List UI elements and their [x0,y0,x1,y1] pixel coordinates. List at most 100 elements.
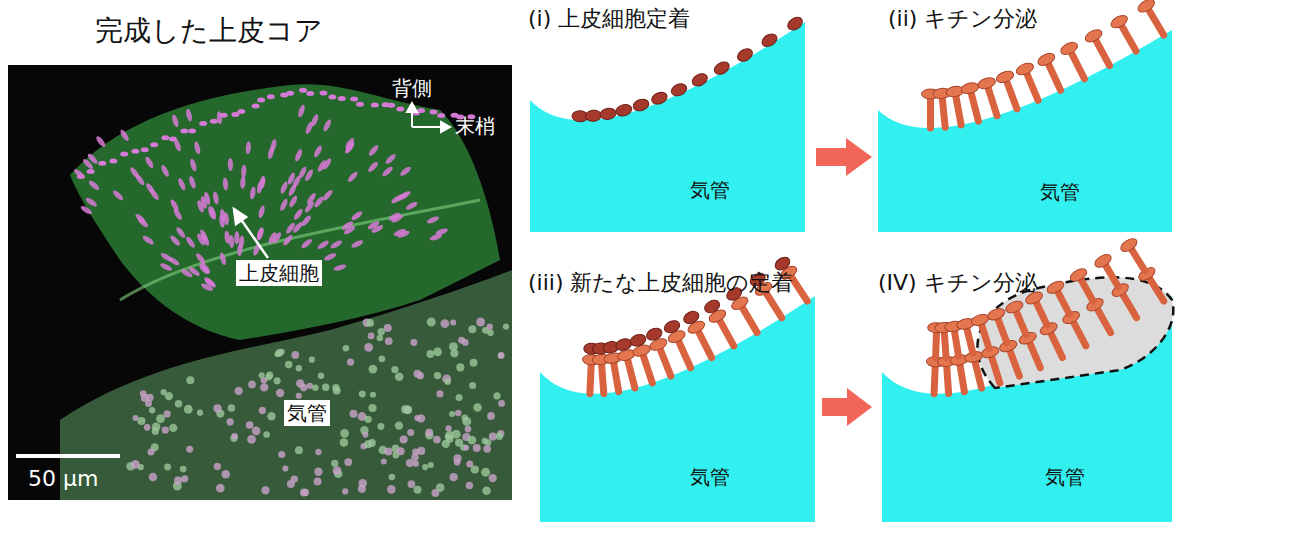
leader-arrow [234,209,268,258]
nucleus [431,489,439,497]
nucleus [481,438,487,444]
organ-label: 気管 [1045,465,1085,489]
epithelial-cell [682,309,701,326]
scale-bar [16,454,120,458]
epithelial-cell [645,326,664,342]
nucleus [381,165,394,178]
nucleus [222,177,228,190]
nucleus [498,352,504,358]
organ-label: 気管 [1040,180,1080,204]
nucleus [473,403,481,411]
nucleus [111,189,124,202]
nucleus [228,404,236,412]
nucleus [152,422,161,431]
nucleus [390,193,404,204]
nucleus [197,410,203,416]
nucleus [489,474,497,482]
nucleus [381,459,387,465]
nucleus [231,433,238,440]
nucleus [137,417,145,425]
nucleus [466,482,473,489]
nucleus [267,94,275,99]
nucleus [377,423,384,430]
nucleus [433,348,442,357]
nucleus [359,390,366,397]
nucleus [159,262,173,272]
block-arrow [822,388,872,426]
nucleus [269,139,277,153]
nucleus [466,460,473,467]
nucleus [314,477,322,485]
cell-cap [1083,27,1104,44]
epithelial-cell [662,318,681,335]
cell-cap [977,76,997,91]
cell-cap [1004,299,1024,315]
nucleus [175,226,187,239]
nucleus [333,387,341,395]
nucleus [340,438,349,447]
nucleus [384,324,392,332]
nucleus [356,102,364,107]
nucleus [433,436,441,444]
nucleus [175,400,183,408]
nucleus [427,318,436,327]
nucleus [184,405,193,414]
nucleus [165,392,173,400]
nucleus [455,439,463,447]
nucleus [331,460,338,467]
nucleus [333,263,347,272]
nucleus [341,220,355,232]
nucleus [456,363,464,371]
nucleus [498,352,505,359]
nucleus [282,233,294,246]
nucleus [174,477,182,485]
nucleus [350,97,358,102]
nucleus [456,394,463,401]
nucleus [329,239,343,250]
nucleus [417,108,425,113]
trachea-shape [540,296,815,522]
nucleus [193,141,201,155]
nucleus [145,182,157,196]
nucleus [408,480,416,488]
nucleus [144,424,151,431]
nucleus [279,349,285,355]
nucleus [413,486,421,494]
cell-cap [1059,40,1080,57]
nucleus [95,135,107,148]
nucleus [237,243,243,256]
nucleus [349,410,357,418]
nucleus [278,451,285,458]
nucleus [210,119,218,124]
nucleus [286,91,294,96]
nucleus [259,407,266,414]
nucleus [344,458,352,466]
nucleus [346,170,359,183]
nucleus [237,109,245,114]
cell-cap [1109,13,1130,31]
nucleus [342,488,348,494]
epithelial-cell [585,110,602,122]
nucleus [482,486,491,495]
nucleus [367,160,380,173]
nucleus [228,158,234,171]
nucleus [389,474,396,481]
nucleus [120,151,128,156]
nucleus [109,158,117,163]
nucleus [73,168,86,180]
nucleus [212,191,219,205]
nucleus [221,470,230,479]
nucleus [304,121,314,135]
nucleus [403,405,412,414]
nucleus [300,489,308,497]
nucleus [292,221,304,234]
image-label: 上皮細胞 [236,260,322,286]
nucleus [320,91,328,96]
nucleus [313,144,324,158]
nucleus [364,440,372,448]
nucleus [413,461,419,467]
nucleus [261,486,269,494]
epithelial-cell [712,60,731,77]
nucleus [297,166,308,180]
nucleus [476,318,485,327]
